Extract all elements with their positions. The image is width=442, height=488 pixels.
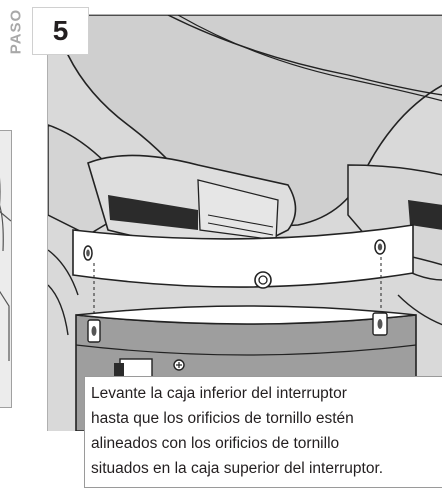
previous-step-illustration-edge [0, 130, 12, 408]
caption-line: Levante la caja inferior del interruptor [91, 385, 347, 402]
instruction-caption: Levante la caja inferior del interruptor… [84, 376, 442, 488]
caption-line: situados en la caja superior del interru… [91, 460, 384, 477]
step-number-box: 5 [32, 7, 89, 55]
caption-line: alineados con los orificios de tornillo [91, 435, 340, 452]
ceiling-fan-switch-housing-illustration [47, 14, 442, 431]
step-number: 5 [52, 15, 69, 46]
paso-side-label: PASO [7, 8, 25, 55]
caption-line: hasta que los orificios de tornillo esté… [91, 410, 354, 427]
